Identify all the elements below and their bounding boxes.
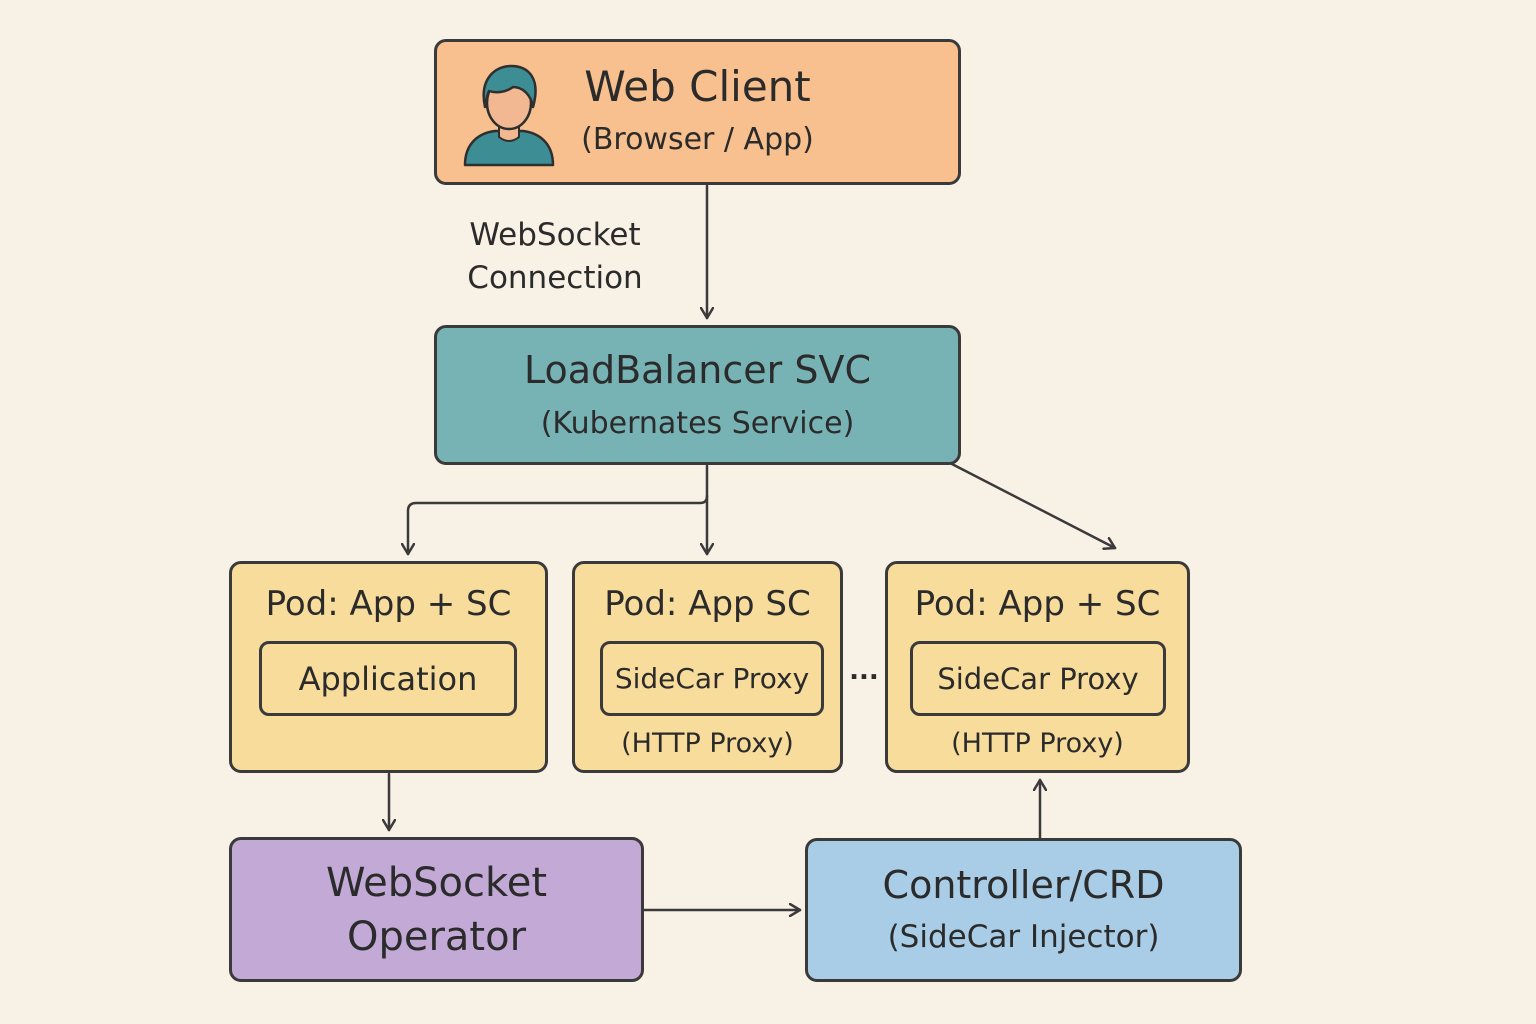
pod-1-inner-label: Application bbox=[298, 659, 478, 698]
pod-3-title: Pod: App + SC bbox=[914, 584, 1161, 624]
pod-box-2: Pod: App SC SideCar Proxy (HTTP Proxy) bbox=[572, 561, 843, 773]
pod-3-sidecar-proxy-box: SideCar Proxy bbox=[910, 641, 1166, 716]
pod-2-inner-label: SideCar Proxy bbox=[614, 662, 810, 695]
web-client-title: Web Client bbox=[584, 62, 811, 111]
operator-line-2: Operator bbox=[346, 914, 527, 960]
connection-label-line-2: Connection bbox=[467, 260, 643, 296]
load-balancer-title: LoadBalancer SVC bbox=[523, 348, 872, 392]
pod-box-1: Pod: App + SC Application bbox=[229, 561, 548, 773]
pod-2-title: Pod: App SC bbox=[604, 584, 811, 624]
web-client-subtitle: (Browser / App) bbox=[581, 122, 814, 157]
arrow-lb-to-pod-1 bbox=[408, 464, 709, 556]
load-balancer-subtitle: (Kubernates Service) bbox=[540, 406, 855, 441]
pod-1-application-box: Application bbox=[259, 641, 517, 716]
pod-3-note: (HTTP Proxy) bbox=[951, 728, 1124, 759]
pod-3-inner-label: SideCar Proxy bbox=[937, 661, 1139, 696]
pod-1-title: Pod: App + SC bbox=[265, 584, 512, 624]
controller-crd-box: Controller/CRD (SideCar Injector) bbox=[805, 838, 1242, 982]
load-balancer-box: LoadBalancer SVC (Kubernates Service) bbox=[434, 325, 961, 465]
pod-2-note: (HTTP Proxy) bbox=[621, 728, 794, 759]
web-client-box: Web Client (Browser / App) bbox=[434, 39, 961, 185]
connection-label-line-1: WebSocket bbox=[469, 217, 641, 253]
arrow-lb-to-pod-3 bbox=[948, 461, 1117, 548]
controller-subtitle: (SideCar Injector) bbox=[887, 919, 1160, 955]
user-icon bbox=[461, 63, 557, 167]
pod-box-3: Pod: App + SC SideCar Proxy (HTTP Proxy) bbox=[885, 561, 1190, 773]
pod-2-sidecar-proxy-box: SideCar Proxy bbox=[600, 641, 824, 716]
more-pods-ellipsis: ... bbox=[849, 656, 879, 686]
websocket-operator-box: WebSocket Operator bbox=[229, 837, 644, 982]
controller-title: Controller/CRD bbox=[882, 863, 1165, 907]
operator-line-1: WebSocket bbox=[325, 860, 548, 906]
websocket-connection-label: WebSocket Connection bbox=[440, 214, 670, 300]
